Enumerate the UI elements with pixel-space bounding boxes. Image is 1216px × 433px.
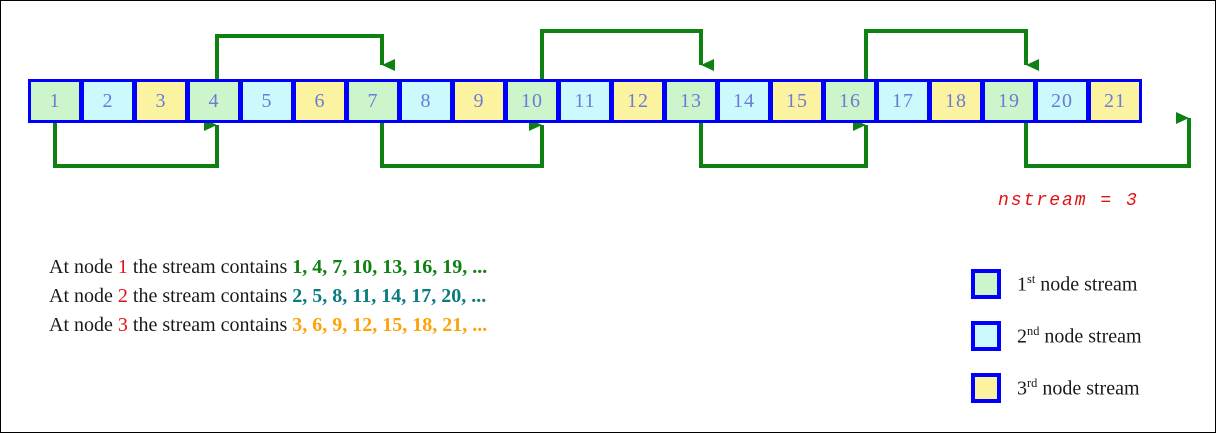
- array-cell-label: 19: [998, 89, 1020, 112]
- stream-sentence: At node 1 the stream contains 1, 4, 7, 1…: [49, 253, 487, 282]
- legend-row: 1st node stream: [971, 269, 1142, 299]
- array-cell-label: 13: [680, 89, 702, 112]
- legend-swatch: [971, 321, 1001, 351]
- sentence-middle: the stream contains: [127, 314, 293, 336]
- sentence-middle: the stream contains: [127, 256, 293, 278]
- array-cell[interactable]: 17: [876, 79, 930, 123]
- array-cell-label: 11: [574, 89, 596, 112]
- sentence-prefix: At node: [49, 256, 118, 278]
- legend-swatch: [971, 269, 1001, 299]
- array-cell[interactable]: 18: [929, 79, 983, 123]
- sentence-sequence: 1, 4, 7, 10, 13, 16, 19, ...: [292, 256, 488, 278]
- array-cell[interactable]: 9: [452, 79, 506, 123]
- sentence-node-number: 2: [117, 285, 128, 307]
- legend-text: node stream: [1035, 273, 1138, 296]
- array-cell-label: 7: [367, 89, 379, 112]
- array-cell[interactable]: 1: [28, 79, 82, 123]
- array-cell[interactable]: 19: [982, 79, 1036, 123]
- sentence-list: At node 1 the stream contains 1, 4, 7, 1…: [49, 253, 487, 340]
- legend-swatch: [971, 373, 1001, 403]
- array-cell-label: 16: [839, 89, 861, 112]
- array-cell[interactable]: 12: [611, 79, 665, 123]
- arrow-above-10-to-13: [540, 29, 714, 79]
- legend-row: 2nd node stream: [971, 321, 1142, 351]
- legend-ordinal: 3: [1017, 377, 1027, 400]
- array-cell[interactable]: 20: [1035, 79, 1089, 123]
- arrow-above-group: [215, 29, 1039, 79]
- array-cell-label: 10: [521, 89, 543, 112]
- legend-text: node stream: [1039, 325, 1142, 348]
- array-cell[interactable]: 2: [81, 79, 135, 123]
- legend-text: node stream: [1037, 377, 1140, 400]
- array-cell[interactable]: 14: [717, 79, 771, 123]
- array-cell-label: 1: [49, 89, 61, 112]
- array-cell[interactable]: 15: [770, 79, 824, 123]
- legend-ordinal-suffix: rd: [1027, 375, 1038, 390]
- array-cell[interactable]: 5: [240, 79, 294, 123]
- array-cell-label: 5: [261, 89, 273, 112]
- legend-ordinal-suffix: st: [1027, 271, 1036, 286]
- sentence-prefix: At node: [49, 314, 118, 336]
- array-cell-label: 12: [627, 89, 649, 112]
- array-cell[interactable]: 6: [293, 79, 347, 123]
- arrow-above-4-to-7: [215, 34, 395, 79]
- array-cell-label: 6: [314, 89, 326, 112]
- array-cell[interactable]: 4: [187, 79, 241, 123]
- sentence-node-number: 3: [117, 314, 128, 336]
- legend-label: 3rd node stream: [1017, 376, 1140, 401]
- stream-sentence: At node 2 the stream contains 2, 5, 8, 1…: [49, 282, 487, 311]
- array-cell-label: 4: [208, 89, 220, 112]
- sentence-middle: the stream contains: [127, 285, 293, 307]
- array-cell-label: 3: [155, 89, 167, 112]
- array-cell-label: 20: [1051, 89, 1073, 112]
- sentence-sequence: 3, 6, 9, 12, 15, 18, 21, ...: [292, 314, 488, 336]
- stream-sentence: At node 3 the stream contains 3, 6, 9, 1…: [49, 311, 487, 340]
- sentence-prefix: At node: [49, 285, 118, 307]
- nstream-label: nstream = 3: [998, 191, 1139, 211]
- legend-ordinal-suffix: nd: [1027, 323, 1040, 338]
- legend-label: 2nd node stream: [1017, 324, 1142, 349]
- array-cell-label: 8: [420, 89, 432, 112]
- array-cell[interactable]: 16: [823, 79, 877, 123]
- arrow-above-16-to-19: [864, 29, 1039, 79]
- array-cell-label: 14: [733, 89, 755, 112]
- array-cell-label: 18: [945, 89, 967, 112]
- array-cell[interactable]: 11: [558, 79, 612, 123]
- array-cell-label: 17: [892, 89, 914, 112]
- array-cell[interactable]: 8: [399, 79, 453, 123]
- legend-ordinal: 1: [1017, 273, 1027, 296]
- array-cell-label: 21: [1104, 89, 1126, 112]
- legend-label: 1st node stream: [1017, 272, 1137, 297]
- legend-ordinal: 2: [1017, 325, 1027, 348]
- array-cell-label: 2: [102, 89, 114, 112]
- array-cell[interactable]: 21: [1088, 79, 1142, 123]
- array-cell[interactable]: 7: [346, 79, 400, 123]
- sentence-sequence: 2, 5, 8, 11, 14, 17, 20, ...: [292, 285, 487, 307]
- array-cell-label: 15: [786, 89, 808, 112]
- array-cell[interactable]: 10: [505, 79, 559, 123]
- array-cell[interactable]: 3: [134, 79, 188, 123]
- sentence-node-number: 1: [117, 256, 128, 278]
- legend-row: 3rd node stream: [971, 373, 1142, 403]
- array-cell[interactable]: 13: [664, 79, 718, 123]
- array-cell-label: 9: [473, 89, 485, 112]
